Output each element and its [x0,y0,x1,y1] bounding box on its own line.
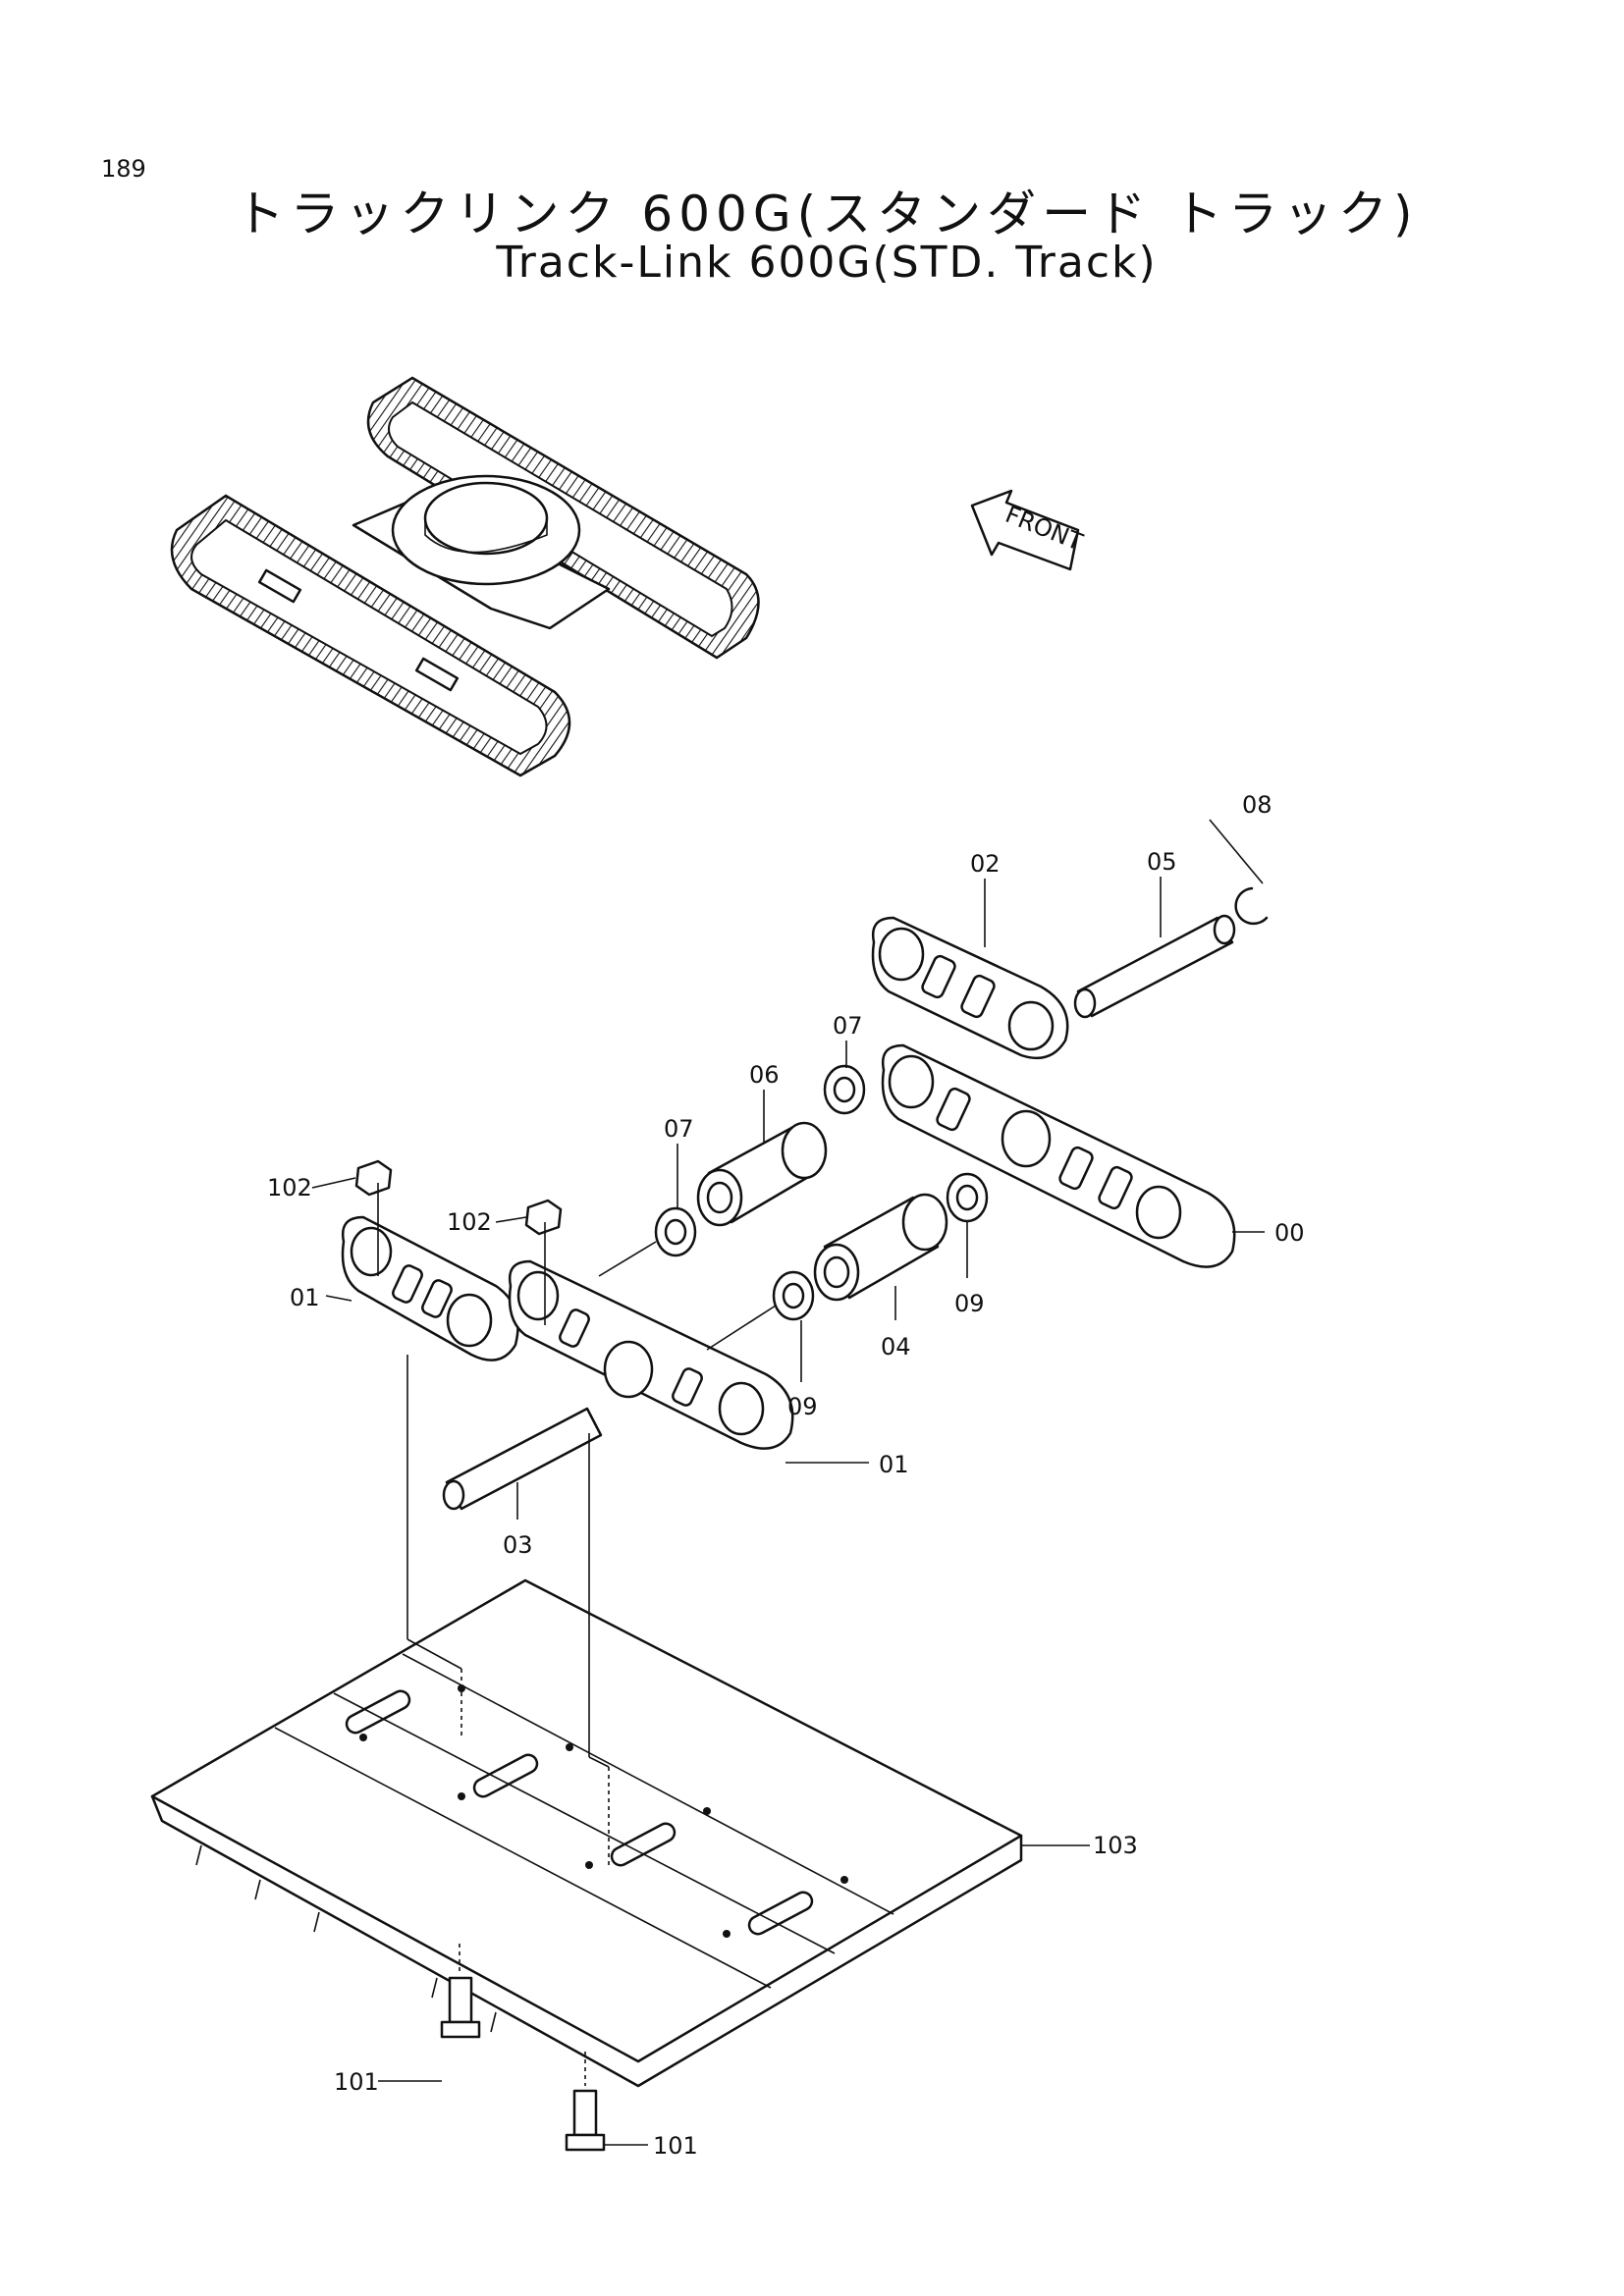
bushing-06-illustration [696,1121,828,1227]
title-english: Track-Link 600G(STD. Track) [496,238,1158,288]
seal-07-upper-illustration [823,1064,866,1115]
bushing-04-illustration [813,1193,948,1302]
callout-101-right: 101 [653,2132,698,2160]
callout-00: 00 [1274,1219,1305,1247]
callout-102-right: 102 [447,1208,492,1236]
pin-03-illustration [442,1407,603,1511]
callout-01-right: 01 [879,1451,909,1478]
undercarriage-illustration [170,376,760,777]
nut-102-right-illustration [524,1199,563,1236]
callout-06: 06 [749,1061,780,1089]
callout-08: 08 [1242,791,1272,819]
shoe-103-illustration [150,1578,1023,2088]
seal-07-lower-illustration [654,1206,697,1257]
spacer-09-left-illustration [772,1270,815,1321]
assembly-guide-lines [377,1183,777,2086]
front-arrow-icon: FRONT [970,489,1087,571]
page-number: 189 [101,155,146,183]
link-01-left-illustration [341,1215,519,1362]
spacer-09-right-illustration [946,1172,989,1223]
nut-102-left-illustration [354,1159,393,1197]
callout-103: 103 [1093,1832,1138,1859]
callout-02: 02 [970,850,1001,878]
pin-05-illustration [1073,914,1236,1019]
callout-07-upper: 07 [833,1012,863,1040]
leader-lines [311,819,1265,2146]
title-japanese: トラックリンク 600G(スタンダード トラック) [235,186,1419,242]
callout-labels: 08 05 02 07 06 07 00 09 04 09 01 03 102 … [267,791,1305,2160]
callout-101-left: 101 [334,2068,379,2096]
link-00-illustration [881,1043,1236,1268]
link-01-center-illustration [508,1259,794,1450]
callout-102-left: 102 [267,1174,312,1201]
callout-05: 05 [1147,848,1177,876]
callout-09-left: 09 [787,1393,818,1420]
callout-01-left: 01 [290,1284,320,1311]
callout-07-lower: 07 [664,1115,694,1143]
ring-08-illustration [1234,886,1269,926]
bolt-101-left-illustration [440,1976,481,2039]
bolt-101-right-illustration [565,2089,606,2152]
callout-03: 03 [503,1531,533,1559]
link-02-illustration [871,916,1069,1060]
callout-09-right: 09 [954,1290,985,1317]
callout-04: 04 [881,1333,911,1361]
